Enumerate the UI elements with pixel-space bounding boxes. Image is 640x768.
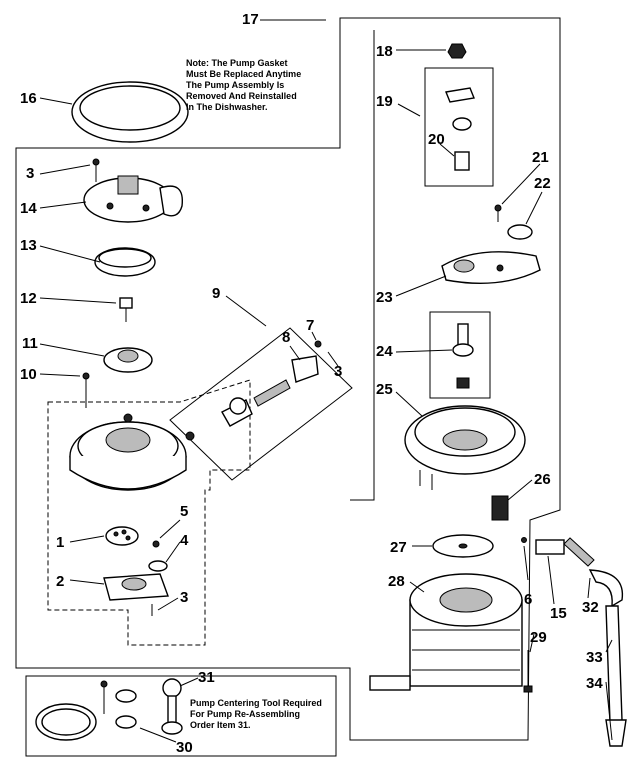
callout-25: 25 <box>376 381 393 398</box>
group-boundaries <box>15 17 561 757</box>
disc-27 <box>432 534 494 558</box>
note-line-1: Note: The Pump Gasket <box>186 58 288 68</box>
tool-note-line-2: For Pump Re-Assembling <box>190 709 300 719</box>
seal-13 <box>94 247 156 277</box>
callout-12: 12 <box>20 290 37 307</box>
note-line-2: Must Be Replaced Anytime <box>186 69 301 79</box>
bolt-29 <box>523 650 533 693</box>
callout-33: 33 <box>586 649 603 666</box>
callout-5: 5 <box>180 503 188 520</box>
hose-assembly <box>521 537 627 747</box>
callout-14: 14 <box>20 200 37 217</box>
mount-25 <box>404 405 526 490</box>
plate-23 <box>441 251 541 284</box>
callout-6: 6 <box>524 591 532 608</box>
callout-17: 17 <box>242 11 259 28</box>
callout-13: 13 <box>20 237 37 254</box>
nut-18 <box>447 43 467 59</box>
leader-lines <box>39 19 613 743</box>
callout-26: 26 <box>534 471 551 488</box>
clip-26 <box>491 495 509 521</box>
tool-note: Pump Centering Tool Required For Pump Re… <box>190 698 322 730</box>
pump-gasket-16 <box>71 81 189 143</box>
callout-18: 18 <box>376 43 393 60</box>
callout-3-top: 3 <box>26 165 34 182</box>
callout-27: 27 <box>390 539 407 556</box>
callout-7: 7 <box>306 317 314 334</box>
callout-labels: 16 17 3 14 13 12 11 10 9 8 7 3 1 2 5 4 3… <box>20 11 603 756</box>
parts-21-22 <box>494 204 533 240</box>
valve-assembly-9 <box>185 340 322 441</box>
impeller-11 <box>103 347 153 373</box>
callout-19: 19 <box>376 93 393 110</box>
filter-1 <box>105 526 139 546</box>
callout-16: 16 <box>20 90 37 107</box>
screw-3-top <box>92 158 100 182</box>
shaft-24 <box>452 323 474 389</box>
nut-12 <box>119 297 133 322</box>
callout-31: 31 <box>198 669 215 686</box>
callout-32: 32 <box>582 599 599 616</box>
parts-19-20 <box>445 87 475 171</box>
parts-4-5 <box>148 540 168 572</box>
callout-23: 23 <box>376 289 393 306</box>
callout-3-bottom: 3 <box>180 589 188 606</box>
note-line-4: Removed And Reinstalled <box>186 91 297 101</box>
callout-9: 9 <box>212 285 220 302</box>
pump-gasket-note: Note: The Pump Gasket Must Be Replaced A… <box>186 58 301 112</box>
callout-24: 24 <box>376 343 393 360</box>
callout-8: 8 <box>282 329 290 346</box>
note-line-3: The Pump Assembly Is <box>186 80 284 90</box>
tool-note-line-1: Pump Centering Tool Required <box>190 698 322 708</box>
callout-34: 34 <box>586 675 603 692</box>
base-2 <box>103 573 169 616</box>
callout-1: 1 <box>56 534 64 551</box>
callout-15: 15 <box>550 605 567 622</box>
callout-21: 21 <box>532 149 549 166</box>
callout-3-mid: 3 <box>334 363 342 380</box>
screw-10 <box>82 372 90 408</box>
tool-31 <box>161 678 183 735</box>
note-line-5: In The Dishwasher. <box>186 102 268 112</box>
pump-housing <box>69 413 187 491</box>
callout-28: 28 <box>388 573 405 590</box>
callout-10: 10 <box>20 366 37 383</box>
callout-4: 4 <box>180 532 189 549</box>
housing-14 <box>83 175 184 223</box>
callout-29: 29 <box>530 629 547 646</box>
motor-28 <box>369 573 523 691</box>
callout-20: 20 <box>428 131 445 148</box>
kit-30 <box>35 680 137 741</box>
tool-note-line-3: Order Item 31. <box>190 720 251 730</box>
callout-2: 2 <box>56 573 64 590</box>
callout-30: 30 <box>176 739 193 756</box>
callout-11: 11 <box>22 335 38 352</box>
callout-22: 22 <box>534 175 551 192</box>
